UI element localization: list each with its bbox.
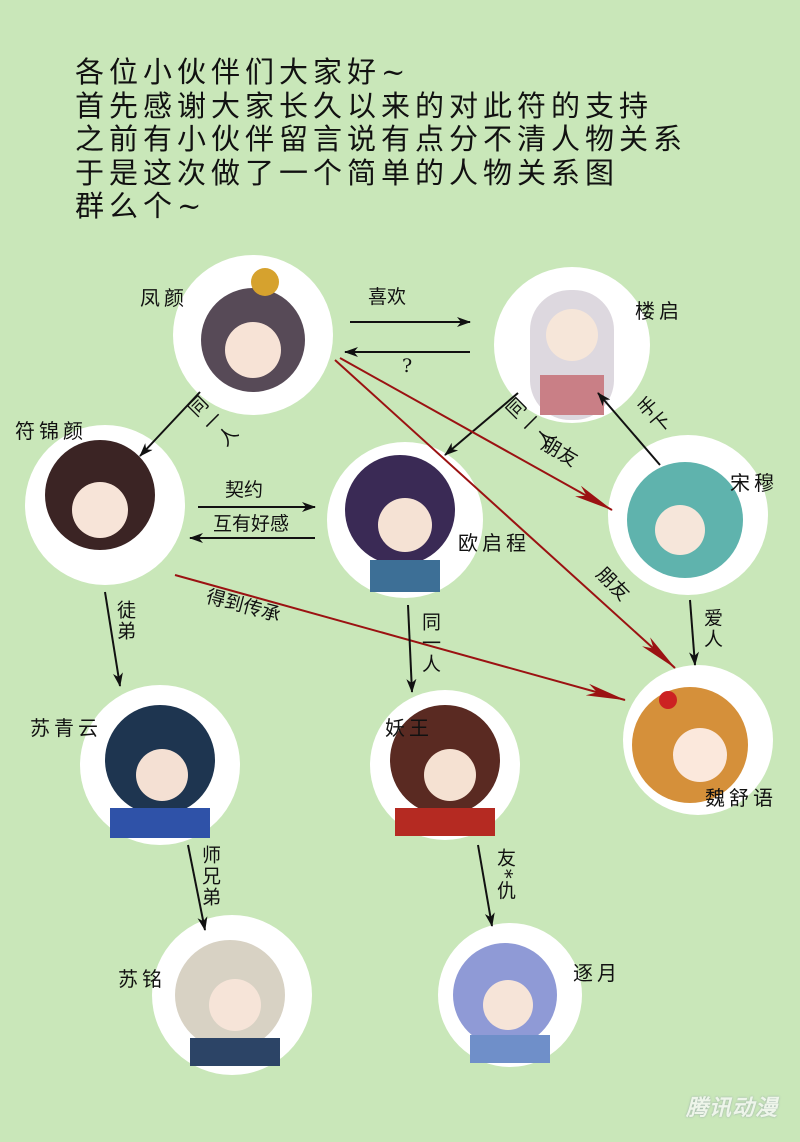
label-yaowang-zhuyue: 友*仇 <box>494 848 516 902</box>
name-ouqicheng: 欧启程 <box>458 531 530 555</box>
intro-line: 群么个~ <box>75 189 207 223</box>
intro-line: 首先感谢大家长久以来的对此符的支持 <box>75 88 654 123</box>
portrait-suqingyun <box>80 685 240 845</box>
name-louqi: 楼启 <box>635 299 683 323</box>
name-suming: 苏铭 <box>118 967 166 991</box>
name-weishuyu: 魏舒语 <box>705 786 777 810</box>
name-fujinyan: 符锦颜 <box>15 419 87 443</box>
arrow-fengyan-songmu <box>339 357 613 511</box>
portrait-ouqicheng <box>327 442 483 598</box>
portrait-suming <box>152 915 312 1075</box>
arrows <box>104 317 699 931</box>
label-fujinyan-weishuyu: 得到传承 <box>204 586 283 627</box>
name-songmu: 宋穆 <box>730 471 778 495</box>
arrow-songmu-weishuyu <box>689 599 699 666</box>
arrow-fengyan-fujinyan <box>139 391 201 457</box>
arrow-fengyan-weishuyu <box>334 359 676 669</box>
intro-line: 各位小伙伴们大家好~ <box>75 55 411 89</box>
portrait-yaowang <box>370 690 520 840</box>
label-fujinyan-ouqicheng: 契约 <box>225 479 263 501</box>
arrow-yaowang-zhuyue <box>477 844 495 927</box>
portrait-weishuyu <box>623 665 773 815</box>
label-louqi-fengyan: ? <box>402 355 412 377</box>
arrow-fujinyan-suqingyun <box>104 591 123 687</box>
label-songmu-louqi: 手下 <box>631 393 675 440</box>
watermark-logo: 腾讯动漫 <box>685 1096 778 1121</box>
label-suqingyun-suming: 师兄弟 <box>199 845 221 908</box>
portrait-songmu <box>608 435 768 595</box>
label-fengyan-louqi: 喜欢 <box>368 286 406 308</box>
intro-line: 之前有小伙伴留言说有点分不清人物关系 <box>75 122 688 156</box>
name-zhuyue: 逐月 <box>573 961 621 985</box>
name-suqingyun: 苏青云 <box>30 716 102 740</box>
label-fujinyan-suqingyun: 徒弟 <box>114 600 136 642</box>
portrait-zhuyue <box>438 923 582 1067</box>
name-fengyan: 凤颜 <box>140 286 188 310</box>
portrait-fengyan <box>173 255 333 415</box>
label-songmu-weishuyu: 爱人 <box>701 608 723 650</box>
label-ouqicheng-fujinyan: 互有好感 <box>213 513 289 535</box>
arrow-fujinyan-weishuyu <box>174 574 626 701</box>
portrait-fujinyan <box>25 425 185 585</box>
intro-text: 各位小伙伴们大家好~ 首先感谢大家长久以来的对此符的支持 之前有小伙伴留言说有点… <box>75 55 688 224</box>
portrait-louqi <box>494 267 650 423</box>
arrow-suqingyun-suming <box>187 844 208 931</box>
label-ouqicheng-yaowang: 同一人 <box>419 612 441 675</box>
label-fengyan-songmu: 朋友 <box>538 433 582 471</box>
intro-line: 于是这次做了一个简单的人物关系图 <box>75 155 620 190</box>
arrow-louqi-ouqicheng <box>444 392 519 456</box>
arrow-songmu-louqi <box>597 392 661 466</box>
arrow-ouqicheng-yaowang <box>406 604 417 693</box>
name-yaowang: 妖王 <box>385 716 433 740</box>
